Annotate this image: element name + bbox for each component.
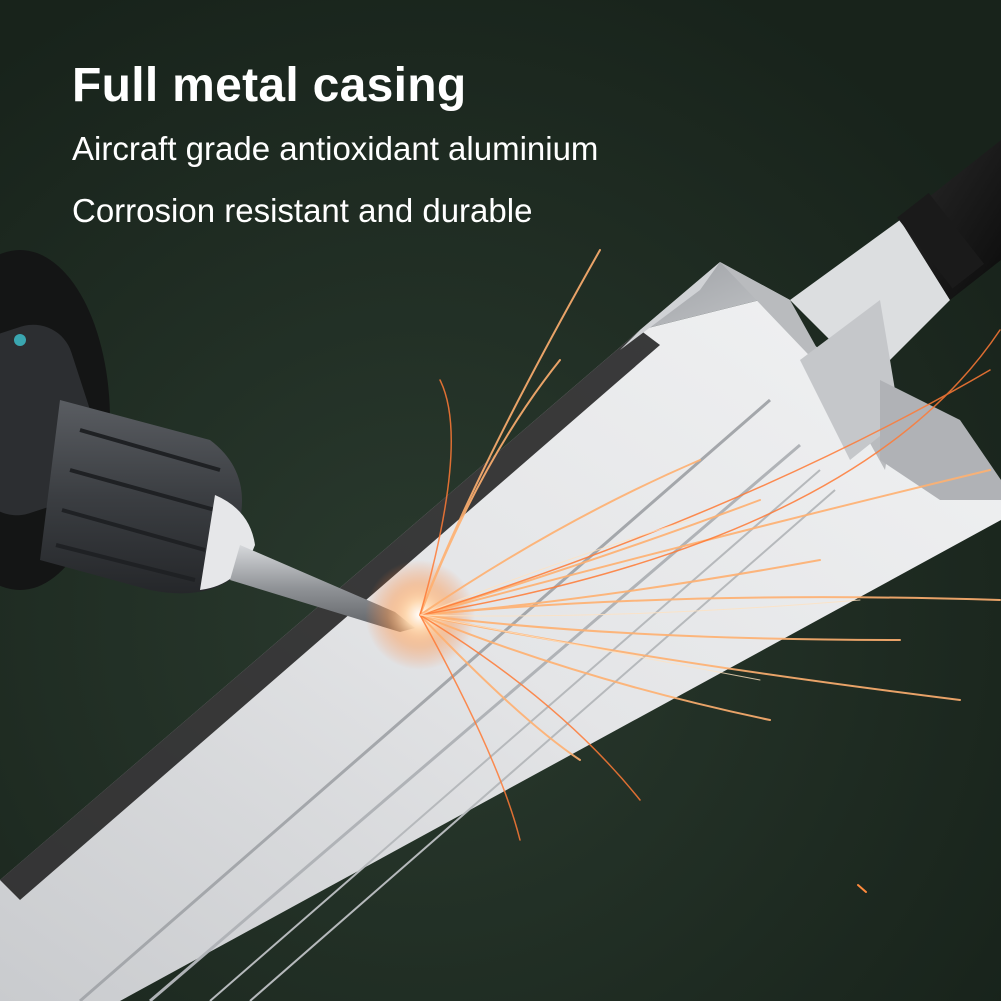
feature-line-aluminium: Aircraft grade antioxidant aluminium bbox=[72, 130, 599, 167]
headline: Full metal casing bbox=[72, 59, 467, 112]
sharpener-sleeve bbox=[790, 140, 1001, 500]
sparks bbox=[365, 249, 1001, 893]
drill bbox=[0, 250, 255, 594]
feature-line-durable: Corrosion resistant and durable bbox=[72, 192, 533, 229]
aluminium-casing bbox=[0, 262, 1001, 1001]
